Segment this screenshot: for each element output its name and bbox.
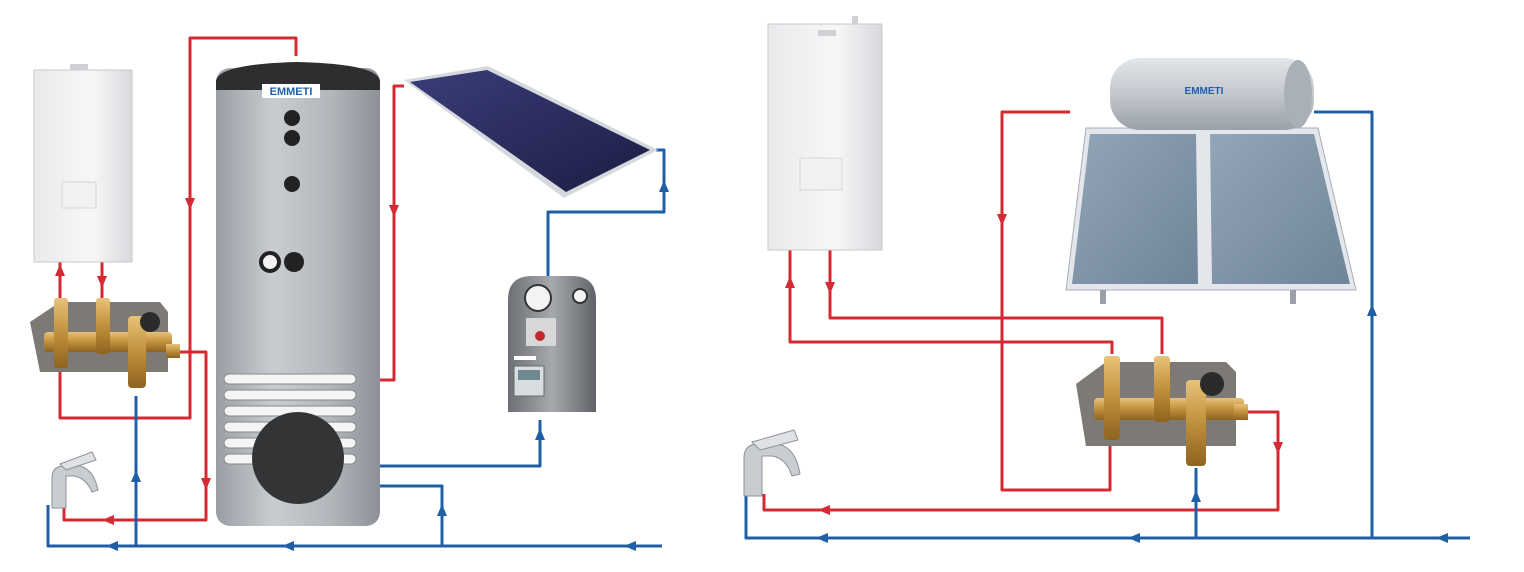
faucet-icon — [743, 429, 801, 497]
faucet-icon — [51, 451, 99, 509]
flow-arrow-icon — [102, 515, 114, 525]
tank-logo-plate — [262, 84, 320, 98]
flow-arrow-icon — [282, 541, 294, 551]
hot-pipe-tank-top-loop — [58, 36, 298, 420]
thermosiphon-logo: EMMETI — [1185, 86, 1224, 97]
flow-arrow-icon — [55, 264, 65, 276]
hot-pipe-to-faucet — [762, 410, 1280, 512]
thermosiphon-storage-drum — [1110, 58, 1314, 130]
flow-arrow-icon — [389, 205, 399, 217]
flow-arrow-icon — [97, 276, 107, 288]
flow-arrow-icon — [535, 428, 545, 440]
cold-pipe-coil-to-pump — [356, 420, 542, 468]
storage-tank-icon: EMMETI — [216, 62, 380, 526]
cold-pipe-to-thermosiphon — [1314, 110, 1374, 538]
flow-arrow-icon — [185, 198, 195, 210]
flow-arrow-icon — [816, 533, 828, 543]
left-system: EMMETI — [30, 36, 669, 551]
flow-arrow-icon — [1436, 533, 1448, 543]
flow-arrow-icon — [131, 470, 141, 482]
flow-arrow-icon — [1367, 304, 1377, 316]
flow-arrow-icon — [659, 180, 669, 192]
thermosiphon-icon: EMMETI — [1065, 58, 1357, 304]
right-pipes — [744, 110, 1470, 540]
solar-collector-icon — [404, 66, 658, 198]
mixing-valve-group-icon — [30, 298, 180, 388]
flow-arrow-icon — [785, 276, 795, 288]
flow-arrow-icon — [1128, 533, 1140, 543]
mixing-valve-group-icon — [1076, 356, 1248, 466]
cold-main-line — [744, 494, 1470, 540]
left-flow-arrows — [55, 180, 669, 551]
boiler-icon — [33, 64, 133, 263]
flow-arrow-icon — [818, 505, 830, 515]
cold-main-line — [46, 505, 662, 548]
flow-arrow-icon — [201, 478, 211, 490]
thermosiphon-panel-right — [1210, 134, 1350, 284]
flow-arrow-icon — [825, 282, 835, 294]
hot-pipe-to-faucet — [62, 350, 208, 522]
cold-pipe-to-tank — [380, 484, 444, 546]
pump-station-icon — [508, 276, 596, 412]
tank-logo: EMMETI — [270, 86, 313, 98]
cold-pipe-pump-to-collector — [546, 148, 666, 290]
flow-arrow-icon — [437, 504, 447, 516]
hot-pipe-thermosiphon-down — [1000, 110, 1112, 492]
right-flow-arrows — [785, 214, 1448, 543]
flow-arrow-icon — [106, 541, 118, 551]
thermosiphon-panel-left — [1072, 134, 1198, 284]
flow-arrow-icon — [997, 214, 1007, 226]
hot-pipe-boiler-out — [788, 250, 1114, 354]
boiler-icon — [767, 16, 883, 251]
flow-arrow-icon — [1273, 442, 1283, 454]
flow-arrow-icon — [1191, 490, 1201, 502]
flow-arrow-icon — [624, 541, 636, 551]
right-system: EMMETI — [743, 16, 1470, 543]
tank-inspection-flange — [252, 412, 344, 504]
